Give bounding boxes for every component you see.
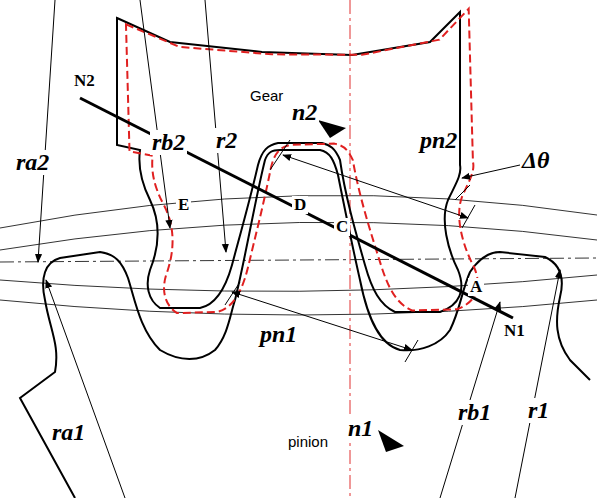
point-label: N1 bbox=[502, 322, 527, 340]
radius-label: rb2 bbox=[150, 130, 187, 155]
radius-label: r2 bbox=[214, 128, 239, 153]
radius-arrows bbox=[38, 0, 560, 498]
part-name: pinion bbox=[286, 434, 330, 450]
radius-label: ra2 bbox=[14, 150, 51, 175]
point-label: C bbox=[334, 218, 350, 236]
part-name: Gear bbox=[248, 88, 285, 104]
rotation-angle bbox=[455, 165, 520, 200]
speed-label: n2 bbox=[290, 100, 319, 125]
pitch-label: pn2 bbox=[418, 128, 459, 153]
gear-rotated-outline bbox=[126, 9, 479, 319]
point-label: N2 bbox=[72, 72, 97, 90]
angle-label: Δθ bbox=[520, 148, 552, 173]
pinion-outline bbox=[20, 150, 590, 498]
line-of-action bbox=[80, 98, 513, 318]
rotation-arrow bbox=[378, 430, 404, 452]
circle-arcs bbox=[0, 195, 597, 315]
rotation-arrow bbox=[318, 120, 346, 138]
radius-label: ra1 bbox=[50, 420, 87, 445]
radius-label: rb1 bbox=[456, 400, 493, 425]
point-label: E bbox=[176, 196, 191, 214]
radius-label: r1 bbox=[526, 398, 551, 423]
point-label: A bbox=[468, 278, 484, 296]
pitch-dimensions bbox=[225, 140, 475, 362]
speed-label: n1 bbox=[346, 416, 375, 441]
pitch-label: pn1 bbox=[258, 322, 299, 347]
point-label: D bbox=[292, 196, 308, 214]
